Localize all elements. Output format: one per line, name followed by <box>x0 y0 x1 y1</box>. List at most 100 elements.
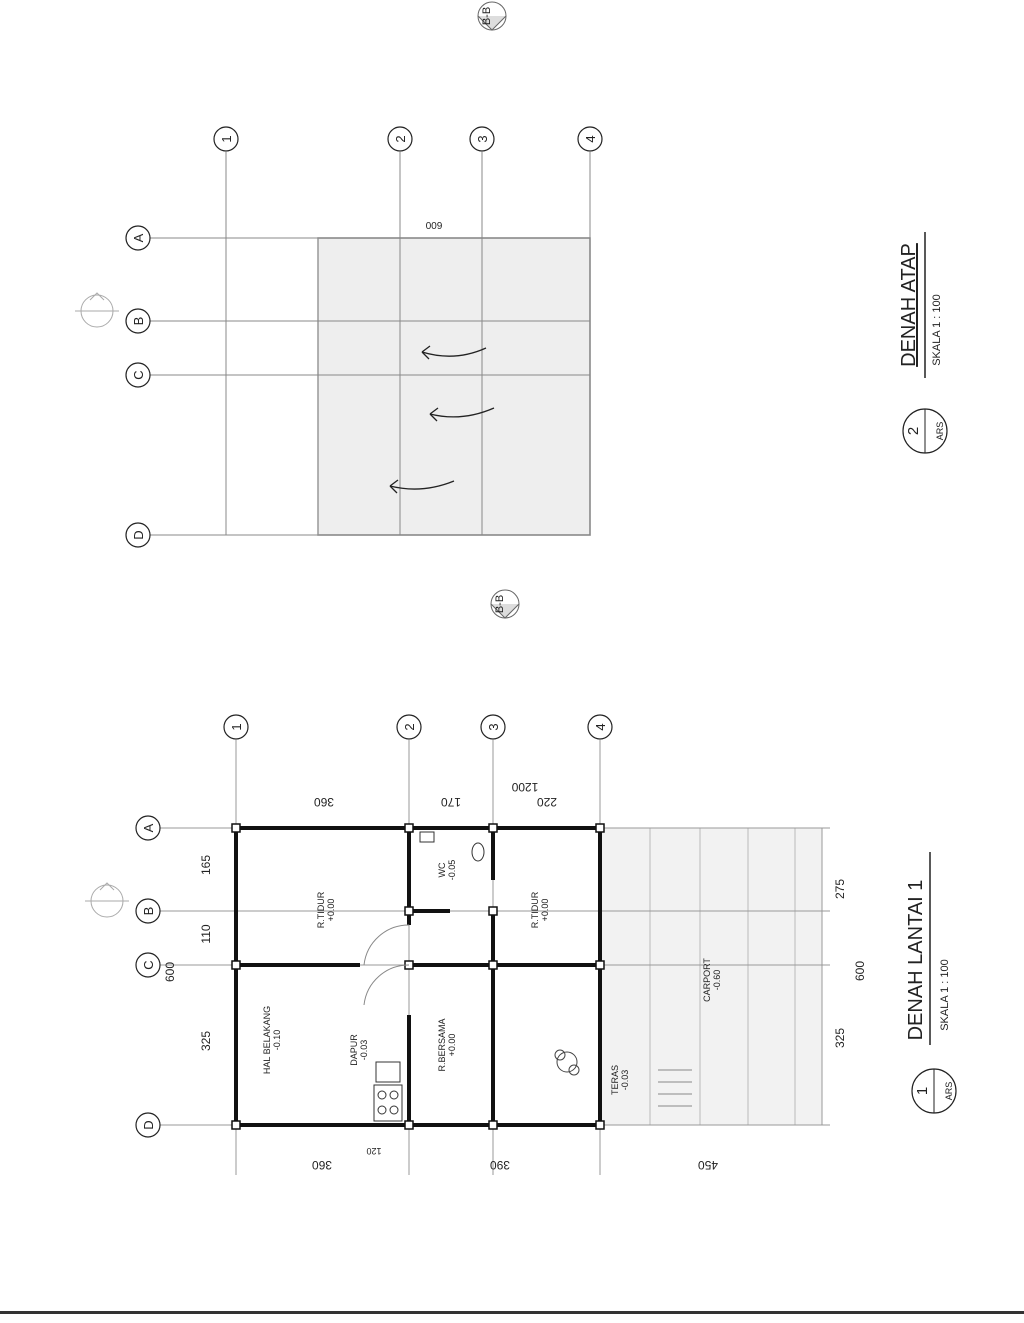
svg-text:450: 450 <box>698 1158 718 1172</box>
walls <box>234 826 602 1127</box>
roof-grid-bubble-1: 1 <box>213 126 239 152</box>
svg-text:R.TIDUR: R.TIDUR <box>530 891 540 928</box>
svg-text:ARS: ARS <box>944 1082 954 1101</box>
room-label-r-bersama: R.BERSAMA +0.00 <box>437 1018 457 1071</box>
svg-text:600: 600 <box>853 961 867 981</box>
svg-text:C: C <box>141 960 156 969</box>
sheet-border-line <box>0 1311 1024 1314</box>
floor-plan-scale: SKALA 1 : 100 <box>939 959 951 1031</box>
svg-text:1200: 1200 <box>511 780 538 794</box>
svg-text:1: 1 <box>219 135 234 142</box>
svg-text:DAPUR: DAPUR <box>349 1034 359 1066</box>
svg-text:360: 360 <box>312 1158 332 1172</box>
floor-grid-bubble-a: A <box>135 815 161 841</box>
floor-dims-right: 275 600 325 <box>833 879 867 1048</box>
roof-dim-top: 600 <box>425 219 442 230</box>
room-label-wc: WC -0.05 <box>437 860 457 881</box>
svg-text:-0.03: -0.03 <box>359 1040 369 1061</box>
svg-text:110: 110 <box>199 924 213 943</box>
floor-grid-bubble-1: 1 <box>223 714 249 740</box>
svg-text:390: 390 <box>490 1158 510 1172</box>
svg-text:2: 2 <box>393 135 408 142</box>
svg-text:2: 2 <box>905 427 922 435</box>
roof-grid-bubble-a: A <box>125 225 151 251</box>
floor-grid-bubble-2: 2 <box>396 714 422 740</box>
svg-text:D: D <box>131 530 146 539</box>
svg-text:-0.05: -0.05 <box>447 860 457 881</box>
floor-dims-top: 360 170 220 1200 <box>314 780 557 809</box>
svg-text:360: 360 <box>314 795 334 809</box>
svg-text:275: 275 <box>833 879 847 899</box>
svg-text:165: 165 <box>199 855 213 875</box>
room-label-hal-belakang: HAL BELAKANG -0.10 <box>262 1006 282 1074</box>
svg-text:325: 325 <box>199 1031 213 1051</box>
carport-steps <box>658 1069 692 1107</box>
svg-text:CARPORT: CARPORT <box>702 958 712 1002</box>
room-label-teras: TERAS -0.03 <box>610 1065 630 1095</box>
svg-text:4: 4 <box>593 723 608 730</box>
svg-text:3: 3 <box>475 135 490 142</box>
roof-plan-title: DENAH ATAP <box>898 243 920 367</box>
svg-text:+0.00: +0.00 <box>326 899 336 922</box>
svg-text:D: D <box>141 1120 156 1129</box>
svg-text:B-B: B-B <box>481 7 493 25</box>
svg-text:WC: WC <box>437 862 447 877</box>
floor-grid-bubble-b: B <box>135 898 161 924</box>
section-marker-top: B-B <box>477 1 507 31</box>
floor-north-arrow <box>85 882 129 918</box>
svg-text:120: 120 <box>366 1146 381 1156</box>
structural-columns <box>231 823 605 1130</box>
carport-area <box>599 827 823 1126</box>
svg-text:3: 3 <box>486 723 501 730</box>
room-label-carport: CARPORT -0.60 <box>702 958 722 1002</box>
svg-text:170: 170 <box>441 795 461 809</box>
svg-text:TERAS: TERAS <box>610 1065 620 1095</box>
svg-text:1: 1 <box>229 723 244 730</box>
room-label-r-tidur-2: R.TIDUR +0.00 <box>530 891 550 928</box>
roof-title-block: 2 ARS DENAH ATAP SKALA 1 : 100 <box>898 232 948 454</box>
floor-title-block: 1 ARS DENAH LANTAI 1 SKALA 1 : 100 <box>905 852 957 1114</box>
floor-grid-bubble-3: 3 <box>480 714 506 740</box>
svg-text:C: C <box>131 370 146 379</box>
svg-text:ARS: ARS <box>935 422 945 441</box>
roof-slope-arrows <box>389 345 495 494</box>
svg-text:B-B: B-B <box>494 595 506 613</box>
svg-text:+0.00: +0.00 <box>540 899 550 922</box>
floor-plan: R.TIDUR +0.00 WC -0.05 R.TIDUR +0.00 HAL… <box>85 714 957 1175</box>
floor-dims-bottom: 360 120 390 450 <box>312 1146 718 1172</box>
svg-text:B: B <box>141 907 156 916</box>
svg-text:600: 600 <box>163 962 177 982</box>
roof-grid-bubble-d: D <box>125 522 151 548</box>
kitchen-stove <box>373 1061 403 1122</box>
carport-stripes <box>649 828 796 1125</box>
section-marker-mid: B-B <box>490 589 520 619</box>
wc-fixture <box>419 831 485 862</box>
room-label-dapur: DAPUR -0.03 <box>349 1034 369 1066</box>
roof-outline-open <box>225 237 319 536</box>
svg-text:325: 325 <box>833 1028 847 1048</box>
plant-symbol <box>554 1049 580 1076</box>
floor-grid-bubble-c: C <box>135 952 161 978</box>
roof-grid-bubble-4: 4 <box>577 126 603 152</box>
svg-text:-0.10: -0.10 <box>272 1030 282 1051</box>
roof-north-arrow <box>75 292 119 328</box>
roof-area <box>317 237 591 536</box>
floor-grid-bubble-4: 4 <box>587 714 613 740</box>
door-swing-2 <box>363 964 410 1006</box>
svg-text:B: B <box>131 317 146 326</box>
svg-text:4: 4 <box>583 135 598 142</box>
svg-text:-0.03: -0.03 <box>620 1070 630 1091</box>
roof-grid-bubble-3: 3 <box>469 126 495 152</box>
svg-text:220: 220 <box>537 795 557 809</box>
svg-text:A: A <box>131 233 146 242</box>
roof-plan: 1 2 3 4 A B C D 600 <box>75 1 948 619</box>
svg-text:A: A <box>141 823 156 832</box>
roof-grid-bubble-2: 2 <box>387 126 413 152</box>
floor-dims-left: 165 110 600 325 <box>163 855 213 1051</box>
room-label-r-tidur-1: R.TIDUR +0.00 <box>316 891 336 928</box>
roof-grid-bubble-b: B <box>125 308 151 334</box>
svg-text:R.BERSAMA: R.BERSAMA <box>437 1018 447 1071</box>
roof-grid-bubble-c: C <box>125 362 151 388</box>
floor-grid-bubble-d: D <box>135 1112 161 1138</box>
